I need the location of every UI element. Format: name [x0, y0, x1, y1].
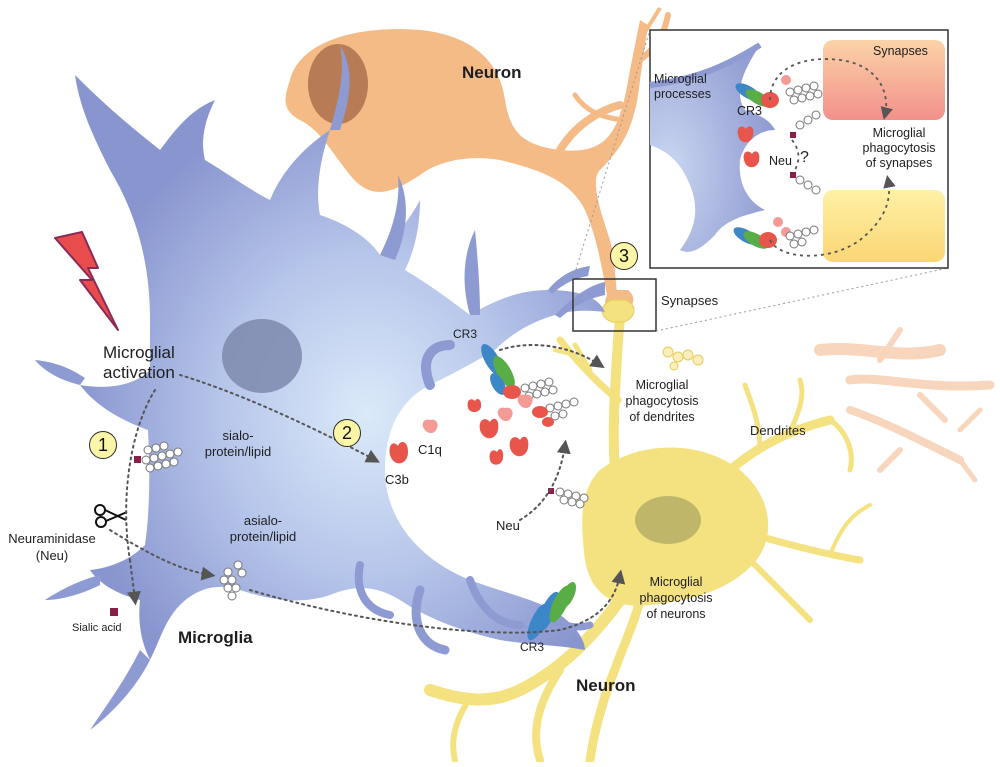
c1q-molecules [422, 394, 533, 433]
inset-cr3-label: CR3 [737, 104, 763, 118]
neuron-bottom [424, 299, 872, 765]
cr3-upper-label: CR3 [453, 327, 478, 341]
faded-neuron [814, 327, 995, 483]
zoom-connectors [572, 29, 949, 332]
inset-neu-label: Neu [769, 154, 792, 168]
dendrites-label: Dendrites [750, 423, 806, 438]
microglia-label: Microglia [178, 628, 253, 647]
asialo-label: asialo-protein/lipid [229, 513, 297, 544]
c3b-molecules [389, 399, 529, 465]
cr3-receptor-lower [527, 582, 577, 641]
neuron-top-label: Neuron [462, 63, 522, 82]
cr3-lower-label: CR3 [520, 640, 545, 654]
step-3-badge: 3 [610, 242, 638, 270]
neu-chain [548, 487, 589, 509]
c1q-label: C1q [418, 442, 442, 457]
inset-question-label: ? [800, 149, 809, 166]
sialo-label: sialo-protein/lipid [204, 428, 272, 459]
sialic-acid-label: Sialic acid [72, 622, 122, 634]
neuron-bottom-label: Neuron [576, 676, 636, 695]
c3b-label: C3b [385, 472, 409, 487]
step-1-badge: 1 [89, 431, 117, 459]
lightning-icon [54, 231, 119, 331]
inset-panel [649, 29, 949, 269]
sialo-chain [134, 441, 183, 473]
sialic-acid-icon [110, 608, 118, 616]
cr3-receptor-upper [481, 344, 521, 399]
complement-chains-upper [520, 377, 579, 421]
step-2-badge: 2 [333, 419, 361, 447]
neuraminidase-label: Neuraminidase(Neu) [8, 531, 96, 563]
microglia-cell [35, 45, 605, 730]
neuron-top [285, 6, 671, 312]
asialo-chain [219, 560, 247, 601]
neu-label: Neu [496, 518, 520, 533]
inset-synapses-label: Synapses [873, 44, 928, 58]
synapse-zoom-box [572, 278, 657, 332]
synapses-label: Synapses [661, 293, 719, 308]
scissors-icon [94, 504, 128, 528]
complement-bound [532, 406, 554, 427]
